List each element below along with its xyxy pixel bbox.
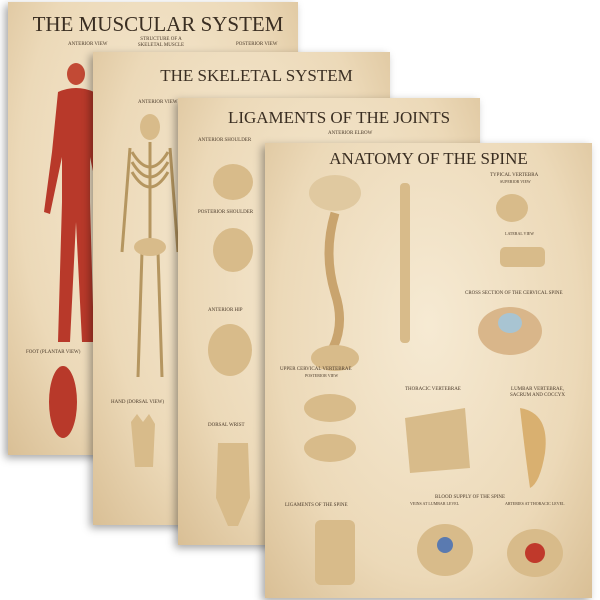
- shoulder-illustration: [213, 228, 253, 272]
- hip-illustration: [208, 324, 252, 376]
- spine-ligaments-illustration: [315, 520, 355, 585]
- label: ANTERIOR SHOULDER: [198, 138, 252, 143]
- label: POSTERIOR VIEW: [236, 42, 278, 47]
- label: FOOT (PLANTAR VIEW): [26, 350, 81, 355]
- label: CROSS SECTION OF THE CERVICAL SPINE: [465, 291, 563, 296]
- label: ANTERIOR ELBOW: [328, 131, 373, 136]
- label: ANTERIOR VIEW: [68, 42, 108, 47]
- muscle-figure-illustration: [44, 63, 108, 342]
- label: LATERAL VIEW: [505, 231, 534, 236]
- label: STRUCTURE OF A SKELETAL MUSCLE: [137, 37, 185, 48]
- label: THORACIC VERTEBRAE: [405, 387, 461, 392]
- label: DORSAL WRIST: [208, 423, 245, 428]
- label: POSTERIOR VIEW: [305, 373, 339, 378]
- label: LUMBAR VERTEBRAE, SACRUM AND COCCYX: [509, 387, 565, 398]
- label: VEINS AT LUMBAR LEVEL: [410, 501, 460, 506]
- veins-illustration: [417, 524, 473, 576]
- lumbar-sacrum-illustration: [520, 408, 546, 488]
- label: ARTERIES AT THORACIC LEVEL: [505, 501, 565, 506]
- upper-cervical-illustration: [304, 394, 356, 462]
- label: UPPER CERVICAL VERTEBRAE: [280, 367, 352, 372]
- thoracic-vertebrae-illustration: [405, 408, 470, 473]
- label: HAND (DORSAL VIEW): [111, 400, 165, 405]
- poster-title: THE MUSCULAR SYSTEM: [32, 12, 284, 36]
- vertebra-lateral-illustration: [500, 247, 545, 267]
- label: POSTERIOR SHOULDER: [198, 210, 254, 215]
- label: ANTERIOR VIEW: [138, 100, 178, 105]
- label: BLOOD SUPPLY OF THE SPINE: [435, 495, 506, 500]
- poster-anatomy-of-the-spine: ANATOMY OF THE SPINE TYPICAL VERTEBRA SU…: [265, 143, 592, 598]
- label: TYPICAL VERTEBRA: [490, 173, 539, 178]
- vertebra-illustration: [496, 194, 528, 222]
- poster-title: THE SKELETAL SYSTEM: [160, 66, 353, 85]
- skeleton-illustration: [120, 114, 180, 378]
- label: ANTERIOR HIP: [208, 308, 243, 313]
- label: LIGAMENTS OF THE SPINE: [285, 503, 348, 508]
- arteries-illustration: [507, 529, 563, 577]
- skull-spine-illustration: [309, 175, 361, 371]
- hand-illustration: [131, 414, 155, 467]
- poster-title: ANATOMY OF THE SPINE: [329, 149, 528, 168]
- foot-illustration: [49, 366, 77, 438]
- cervical-cross-section-illustration: [478, 307, 542, 355]
- shoulder-illustration: [213, 164, 253, 200]
- label: SUPERIOR VIEW: [500, 179, 531, 184]
- poster-title: LIGAMENTS OF THE JOINTS: [227, 108, 451, 127]
- vertebral-column-illustration: [400, 183, 410, 343]
- wrist-illustration: [216, 443, 250, 526]
